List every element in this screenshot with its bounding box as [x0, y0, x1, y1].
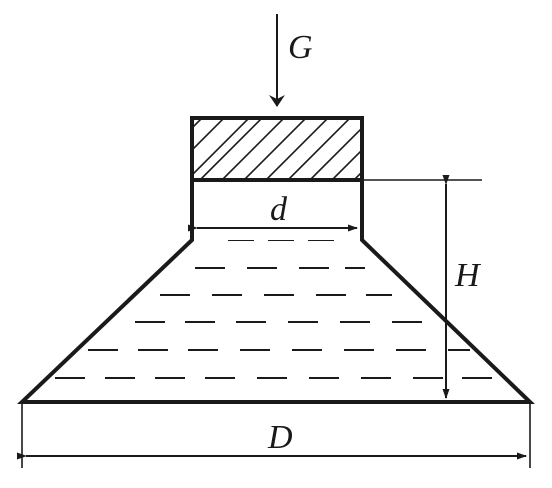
piston-hatching	[192, 118, 362, 180]
liquid	[55, 240, 492, 379]
large-diameter-label: D	[267, 419, 293, 456]
small-diameter-label: d	[270, 191, 288, 228]
height-label: H	[454, 257, 482, 294]
piston	[190, 116, 364, 182]
force-label: G	[288, 29, 313, 66]
